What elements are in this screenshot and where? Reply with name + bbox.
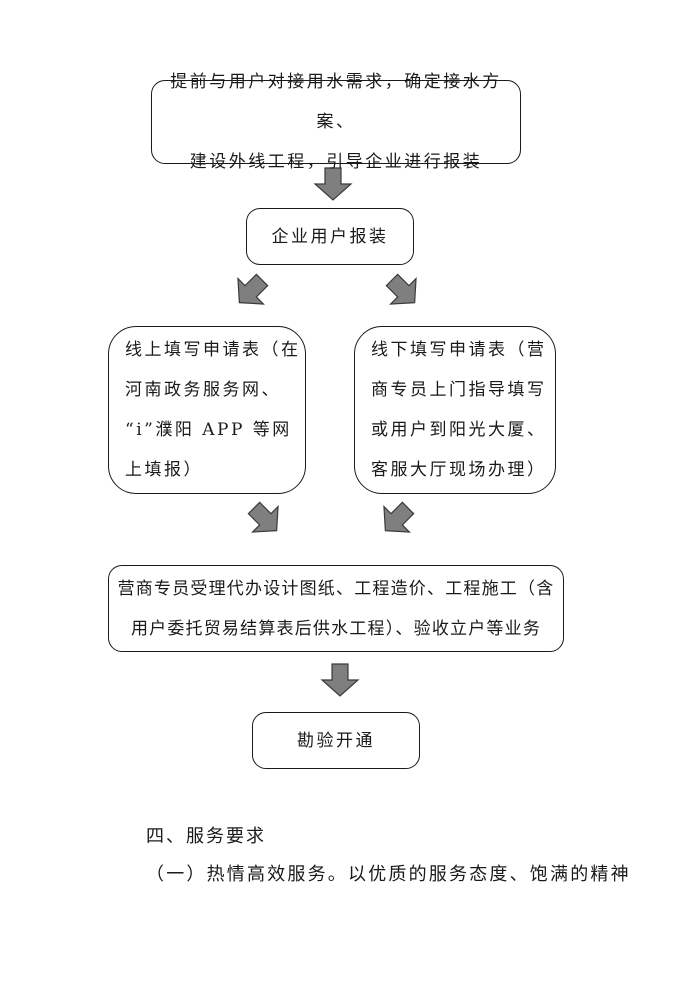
flow-step-4-text: 营商专员受理代办设计图纸、工程造价、工程施工（含 用户委托贸易结算表后供水工程）… xyxy=(117,578,555,639)
arrow-step2-to-online xyxy=(226,266,276,316)
arrow-step4-to-step5 xyxy=(321,663,359,697)
arrow-step2-to-offline xyxy=(378,266,428,316)
flow-step-2-text: 企业用户报装 xyxy=(271,226,389,247)
flow-step-1-box: 提前与用户对接用水需求，确定接水方案、 建设外线工程，引导企业进行报装 xyxy=(151,72,521,172)
flow-step-3-offline-text: 线下填写申请表（营 商专员上门指导填写 或用户到阳光大厦、 客服大厅现场办理） xyxy=(371,340,547,480)
flow-step-1-text: 提前与用户对接用水需求，确定接水方案、 建设外线工程，引导企业进行报装 xyxy=(170,72,502,172)
arrow-online-to-step4 xyxy=(240,494,290,544)
section-heading: 四、服务要求 xyxy=(146,826,266,847)
arrow-offline-to-step4 xyxy=(372,494,422,544)
section-paragraph: （一）热情高效服务。以优质的服务态度、饱满的精神 xyxy=(146,864,631,885)
flow-step-3-online-text: 线上填写申请表（在 河南政务服务网、 “i”濮阳 APP 等网 上填报） xyxy=(125,340,301,480)
flow-step-3-offline-box: 线下填写申请表（营 商专员上门指导填写 或用户到阳光大厦、 客服大厅现场办理） xyxy=(354,326,556,494)
flow-step-5-text: 勘验开通 xyxy=(297,730,375,751)
flow-step-4-box: 营商专员受理代办设计图纸、工程造价、工程施工（含 用户委托贸易结算表后供水工程）… xyxy=(108,565,564,652)
flow-step-2-box: 企业用户报装 xyxy=(246,208,414,265)
flow-step-3-online-box: 线上填写申请表（在 河南政务服务网、 “i”濮阳 APP 等网 上填报） xyxy=(108,326,306,494)
flow-step-5-box: 勘验开通 xyxy=(252,712,420,769)
